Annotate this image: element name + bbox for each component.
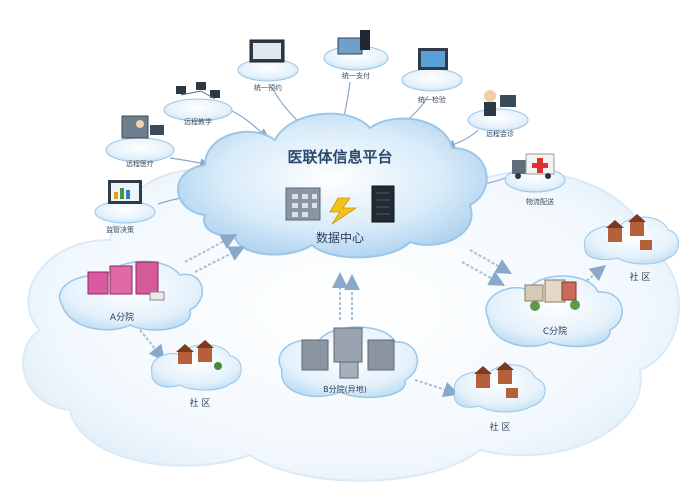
remote-medical-label: 远程医疗 <box>126 159 154 168</box>
supervision-decision-label: 监管决策 <box>106 225 134 234</box>
unified-diagnosis-label: 统一检验 <box>418 95 446 104</box>
b-branch-label: B分院(异地) <box>323 384 367 394</box>
unified-payment-label: 统一支付 <box>342 71 370 80</box>
unified-appointment-label: 统一预约 <box>254 83 282 92</box>
community-left-label: 社 区 <box>190 397 211 409</box>
logistics-label: 物流配送 <box>526 197 554 206</box>
community-bottom-label: 社 区 <box>490 421 511 433</box>
service-unified-payment: 统一支付 <box>324 30 388 80</box>
service-unified-appointment: 统一预约 <box>238 40 298 92</box>
service-unified-diagnosis: 统一检验 <box>402 48 462 104</box>
hospital-building-icon <box>286 188 320 220</box>
main-cloud: 医联体信息平台 数据中心 <box>178 114 487 258</box>
remote-consultation-label: 远程会诊 <box>486 129 514 138</box>
service-remote-medical: 远程医疗 <box>106 116 174 168</box>
remote-teaching-label: 远程教学 <box>184 117 212 126</box>
community-right-label: 社 区 <box>630 271 651 283</box>
platform-title: 医联体信息平台 <box>287 148 392 166</box>
c-branch-label: C分院 <box>543 325 567 337</box>
data-center-label: 数据中心 <box>316 230 364 245</box>
a-branch-label: A分院 <box>110 311 134 323</box>
server-icon <box>372 186 394 222</box>
service-remote-teaching: 远程教学 <box>164 82 232 126</box>
